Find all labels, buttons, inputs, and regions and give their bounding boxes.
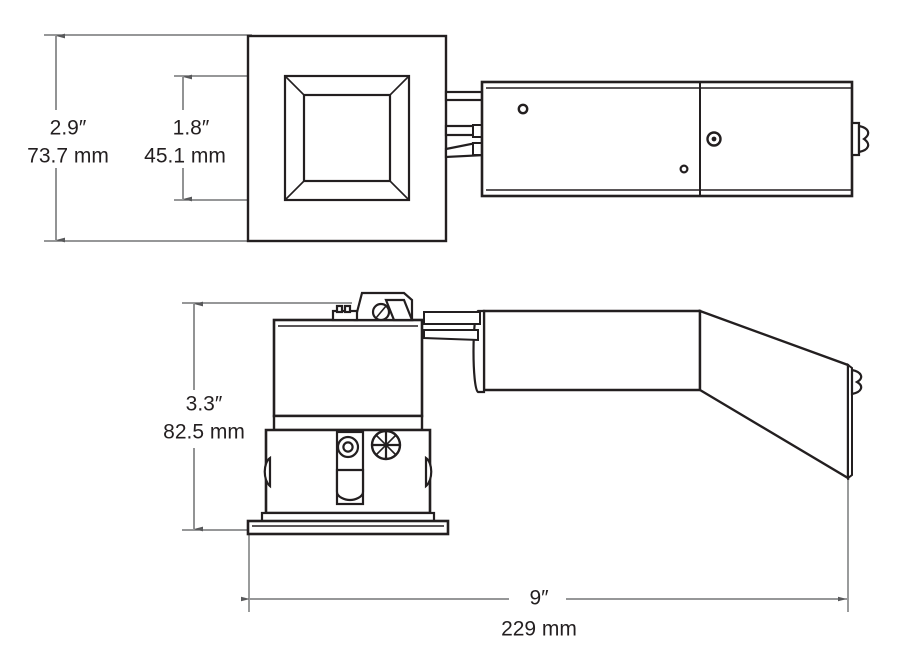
plan-aperture-bevel-diagonals xyxy=(284,75,410,201)
elevation-adjuster-block xyxy=(335,430,365,506)
elevation-screw-head xyxy=(370,429,402,461)
label-housing-height-imperial: 3.3″ xyxy=(186,393,223,416)
plan-arm-end-knob xyxy=(850,121,870,157)
plan-overall-extension-lines xyxy=(44,34,252,242)
label-housing-height-metric: 82.5 mm xyxy=(163,421,245,444)
plan-arm-fasteners xyxy=(517,103,722,174)
label-overall-length-metric: 229 mm xyxy=(501,618,577,641)
label-overall-height-metric: 73.7 mm xyxy=(27,145,109,168)
elevation-retention-slots xyxy=(263,455,433,489)
label-overall-length-imperial: 9″ xyxy=(529,587,549,610)
plan-aperture-inner-square xyxy=(302,93,392,183)
elevation-arm-straight xyxy=(423,309,702,394)
elevation-can-upper xyxy=(272,318,424,432)
label-overall-height-imperial: 2.9″ xyxy=(50,117,87,140)
plan-arm-housing xyxy=(480,80,854,198)
dimension-labels: 2.9″ 73.7 mm 1.8″ 45.1 mm 3.3″ 82.5 mm 9… xyxy=(27,117,577,641)
label-aperture-height-imperial: 1.8″ xyxy=(173,117,210,140)
elevation-pivot-assembly xyxy=(331,291,414,322)
elevation-view-group xyxy=(182,291,863,612)
plan-view-group xyxy=(44,33,870,243)
label-aperture-height-metric: 45.1 mm xyxy=(144,145,226,168)
elevation-arm-end-knob xyxy=(850,368,863,396)
